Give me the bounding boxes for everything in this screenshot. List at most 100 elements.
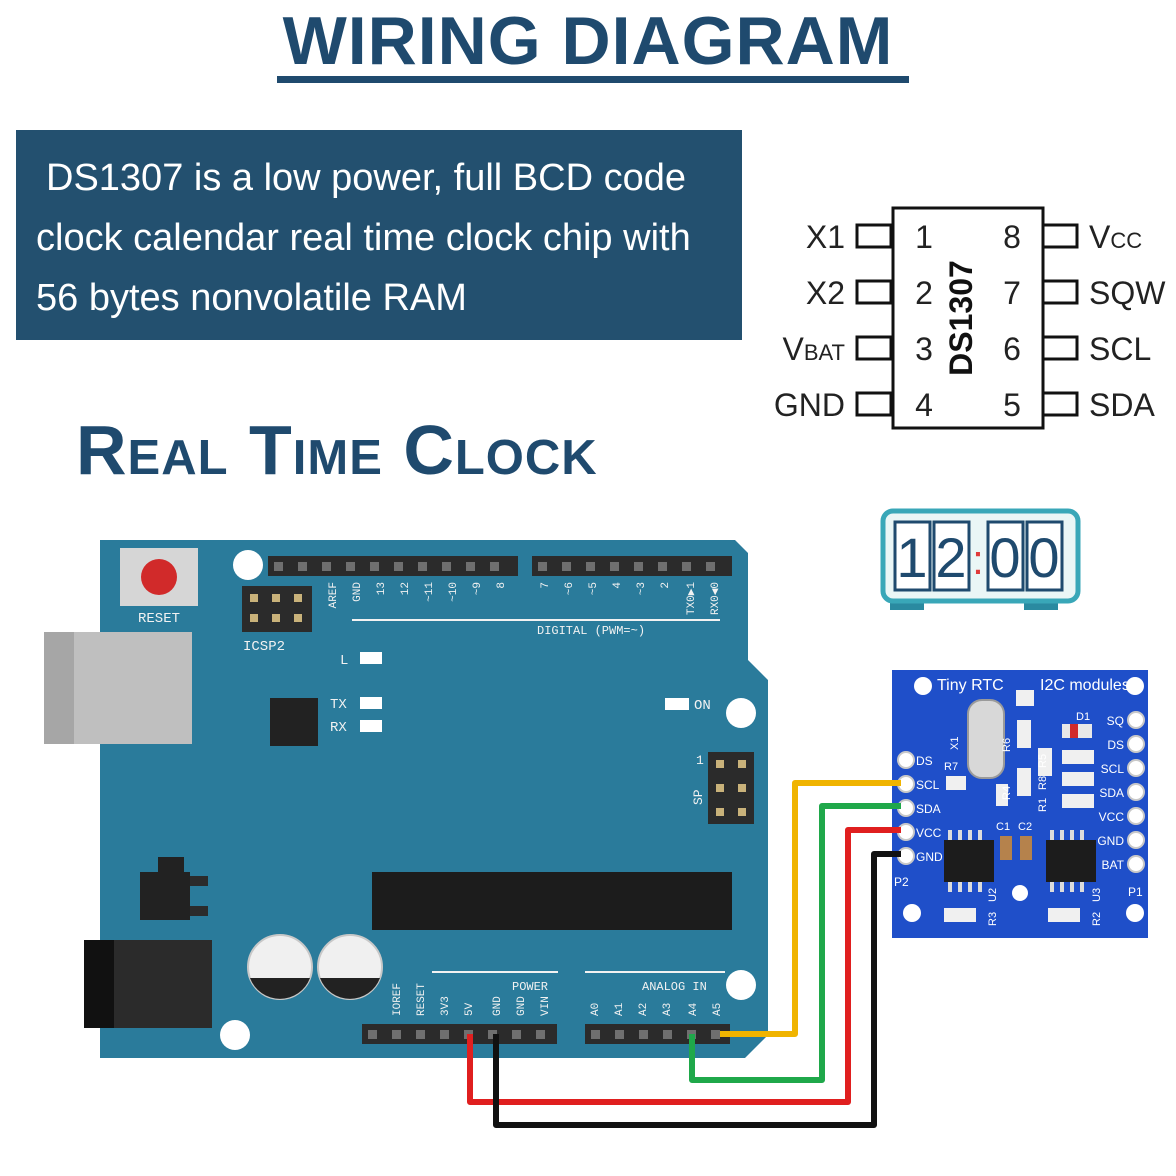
pin-hole — [610, 562, 619, 571]
tiny-rtc-module: Tiny RTC I2C modules X1 D1 R7 R6 R5 R8 R… — [892, 670, 1148, 938]
chip-pin-number: 7 — [1003, 275, 1021, 311]
analog-header — [585, 1024, 730, 1044]
chip-pin — [1041, 335, 1079, 361]
module-pin-label: VCC — [916, 826, 942, 840]
mount-hole — [220, 1020, 250, 1050]
chip-pin-label: SDA — [1089, 387, 1155, 423]
digital-pin-label: 8 — [496, 582, 508, 589]
description-line: 56 bytes nonvolatile RAM — [36, 277, 467, 319]
power-pin-label: 3V3 — [440, 996, 452, 1016]
digital-pin-label: 13 — [376, 582, 388, 595]
pin-hole — [392, 1030, 401, 1039]
module-pin-label: GND — [1097, 834, 1124, 848]
section-title: Real Time Clock — [76, 411, 598, 489]
pin-hole — [711, 1030, 720, 1039]
chip-pin — [1041, 223, 1079, 249]
chip-pin — [1041, 391, 1079, 417]
module-label: P1 — [1128, 885, 1143, 899]
pin-hole — [416, 1030, 425, 1039]
module-pin-label: SCL — [1101, 762, 1125, 776]
module-pin — [1127, 735, 1145, 753]
led-tx — [360, 697, 382, 709]
digital-pin-label: 7 — [540, 582, 552, 589]
digital-pin-label: TX0▶1 — [686, 582, 698, 615]
analog-pin-label: A1 — [614, 1002, 626, 1016]
pin-hole — [466, 562, 475, 571]
atmega-chip — [372, 872, 732, 930]
pin-hole — [440, 1030, 449, 1039]
pin-hole — [536, 1030, 545, 1039]
led-l-label: L — [340, 653, 348, 669]
chip-pin-number: 1 — [915, 219, 933, 255]
chip-pin-label: GND — [774, 387, 845, 423]
pin-hole — [658, 562, 667, 571]
digital-pin-label: 2 — [660, 582, 672, 589]
module-label: R6 — [1001, 738, 1013, 752]
pin-hole — [615, 1030, 624, 1039]
analog-pin-label: A2 — [638, 1003, 650, 1016]
led-on — [665, 698, 689, 710]
module-ic-u3 — [1046, 840, 1096, 882]
analog-pin-label: A5 — [712, 1003, 724, 1016]
led-rx — [360, 720, 382, 732]
chip-pin-label-sub: CC — [1110, 228, 1142, 253]
module-pin-label: DS — [1107, 738, 1124, 752]
pin-hole — [682, 562, 691, 571]
module-pin-label: VCC — [1099, 810, 1125, 824]
wire-sda-a4 — [689, 803, 901, 1083]
pin-hole — [706, 562, 715, 571]
chip-pin-number: 4 — [915, 387, 933, 423]
digital-pin-label: GND — [352, 582, 364, 602]
clock-separator: : — [972, 536, 984, 583]
chip-pin-label-sub: BAT — [804, 340, 845, 365]
module-pin-label: SDA — [916, 802, 941, 816]
mount-hole — [726, 970, 756, 1000]
crystal — [967, 699, 1005, 779]
pin-hole — [370, 562, 379, 571]
pin-hole — [634, 562, 643, 571]
chip-pin — [855, 335, 893, 361]
analog-pin-label: A3 — [662, 1003, 674, 1016]
regulator — [158, 857, 184, 873]
module-pin-label: SCL — [916, 778, 940, 792]
description-box: DS1307 is a low power, full BCD code clo… — [16, 130, 742, 340]
sp-number: 1 — [696, 753, 704, 768]
pin-hole — [274, 562, 283, 571]
module-pin — [1127, 783, 1145, 801]
page-title: WIRING DIAGRAM — [282, 3, 894, 79]
digital-pin-label: AREF — [328, 582, 340, 608]
pin-hole — [394, 562, 403, 571]
clock-digit: 0 — [989, 526, 1020, 589]
icsp2-label: ICSP2 — [243, 639, 285, 655]
pin-hole — [591, 1030, 600, 1039]
power-pin-label: IOREF — [392, 983, 404, 1016]
power-label: POWER — [512, 980, 548, 994]
pin-hole — [488, 1030, 497, 1039]
pin-hole — [442, 562, 451, 571]
chip-pin-label: SCL — [1089, 331, 1151, 367]
module-pin — [1127, 807, 1145, 825]
power-pin-label: RESET — [416, 983, 428, 1016]
analog-pin-label: A4 — [688, 1002, 700, 1016]
digital-pin-label: ~5 — [588, 582, 600, 595]
led-on-label: ON — [694, 698, 711, 714]
module-pin — [1127, 711, 1145, 729]
led-tx-label: TX — [330, 697, 347, 713]
digital-label: DIGITAL (PWM=~) — [537, 624, 645, 638]
pin-hole — [418, 562, 427, 571]
reset-button-cap[interactable] — [141, 559, 177, 595]
chip-pin — [855, 223, 893, 249]
chip-pin — [855, 279, 893, 305]
mount-hole — [233, 550, 263, 580]
pin-hole — [586, 562, 595, 571]
module-label: R1 — [1037, 798, 1049, 812]
power-header — [362, 1024, 557, 1044]
digital-pin-label: ~6 — [564, 582, 576, 595]
module-label: R2 — [1091, 912, 1103, 926]
chip-pin-label: X1 — [806, 219, 845, 255]
chip-pin-number: 8 — [1003, 219, 1021, 255]
module-pin — [1127, 831, 1145, 849]
pin-hole — [368, 1030, 377, 1039]
clock-digit: 2 — [935, 526, 966, 589]
